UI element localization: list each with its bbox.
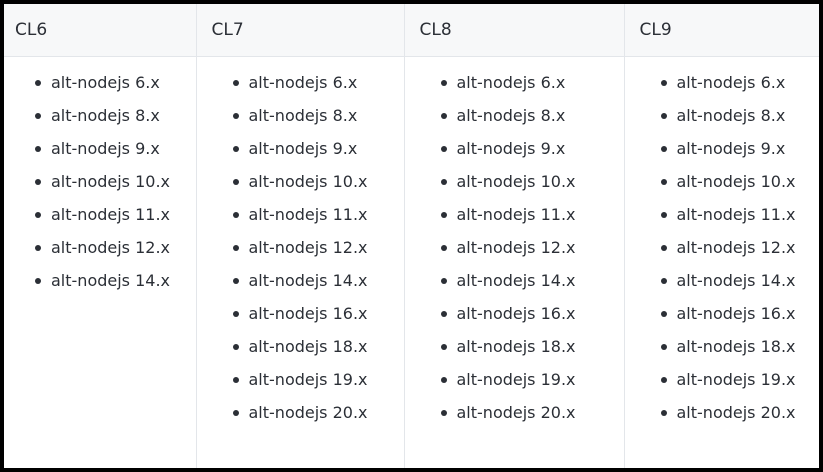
list-item: alt-nodejs 12.x xyxy=(35,237,196,270)
list-item: alt-nodejs 6.x xyxy=(232,72,404,105)
list-item: alt-nodejs 11.x xyxy=(35,204,196,237)
list-item: alt-nodejs 20.x xyxy=(660,402,820,435)
table-header: CL6 CL7 CL8 CL9 xyxy=(4,4,819,57)
list-item: alt-nodejs 14.x xyxy=(660,270,820,303)
list-item: alt-nodejs 19.x xyxy=(440,369,624,402)
list-item: alt-nodejs 14.x xyxy=(232,270,404,303)
list-item: alt-nodejs 14.x xyxy=(440,270,624,303)
list-item: alt-nodejs 6.x xyxy=(35,72,196,105)
column-header-cl6: CL6 xyxy=(4,4,197,57)
list-item: alt-nodejs 10.x xyxy=(232,171,404,204)
list-item: alt-nodejs 19.x xyxy=(232,369,404,402)
list-item: alt-nodejs 16.x xyxy=(232,303,404,336)
list-item: alt-nodejs 8.x xyxy=(440,105,624,138)
list-item: alt-nodejs 18.x xyxy=(440,336,624,369)
column-header-cl9: CL9 xyxy=(624,4,819,57)
list-item: alt-nodejs 20.x xyxy=(232,402,404,435)
list-item: alt-nodejs 14.x xyxy=(35,270,196,303)
list-item: alt-nodejs 11.x xyxy=(440,204,624,237)
column-header-cl8: CL8 xyxy=(404,4,625,57)
column-header-cl7: CL7 xyxy=(196,4,405,57)
list-item: alt-nodejs 9.x xyxy=(440,138,624,171)
list-item: alt-nodejs 6.x xyxy=(440,72,624,105)
list-item: alt-nodejs 9.x xyxy=(35,138,196,171)
list-item: alt-nodejs 11.x xyxy=(660,204,820,237)
list-item: alt-nodejs 10.x xyxy=(440,171,624,204)
list-item: alt-nodejs 8.x xyxy=(232,105,404,138)
list-item: alt-nodejs 19.x xyxy=(660,369,820,402)
list-item: alt-nodejs 12.x xyxy=(232,237,404,270)
list-item: alt-nodejs 10.x xyxy=(35,171,196,204)
header-row: CL6 CL7 CL8 CL9 xyxy=(4,4,819,57)
list-item: alt-nodejs 12.x xyxy=(660,237,820,270)
list-item: alt-nodejs 12.x xyxy=(440,237,624,270)
list-item: alt-nodejs 6.x xyxy=(660,72,820,105)
list-item: alt-nodejs 8.x xyxy=(660,105,820,138)
list-item: alt-nodejs 9.x xyxy=(232,138,404,171)
list-item: alt-nodejs 10.x xyxy=(660,171,820,204)
list-item: alt-nodejs 9.x xyxy=(660,138,820,171)
list-item: alt-nodejs 18.x xyxy=(232,336,404,369)
list-item: alt-nodejs 16.x xyxy=(440,303,624,336)
list-item: alt-nodejs 20.x xyxy=(440,402,624,435)
list-item: alt-nodejs 18.x xyxy=(660,336,820,369)
list-item: alt-nodejs 11.x xyxy=(232,204,404,237)
list-item: alt-nodejs 16.x xyxy=(660,303,820,336)
list-item: alt-nodejs 8.x xyxy=(35,105,196,138)
